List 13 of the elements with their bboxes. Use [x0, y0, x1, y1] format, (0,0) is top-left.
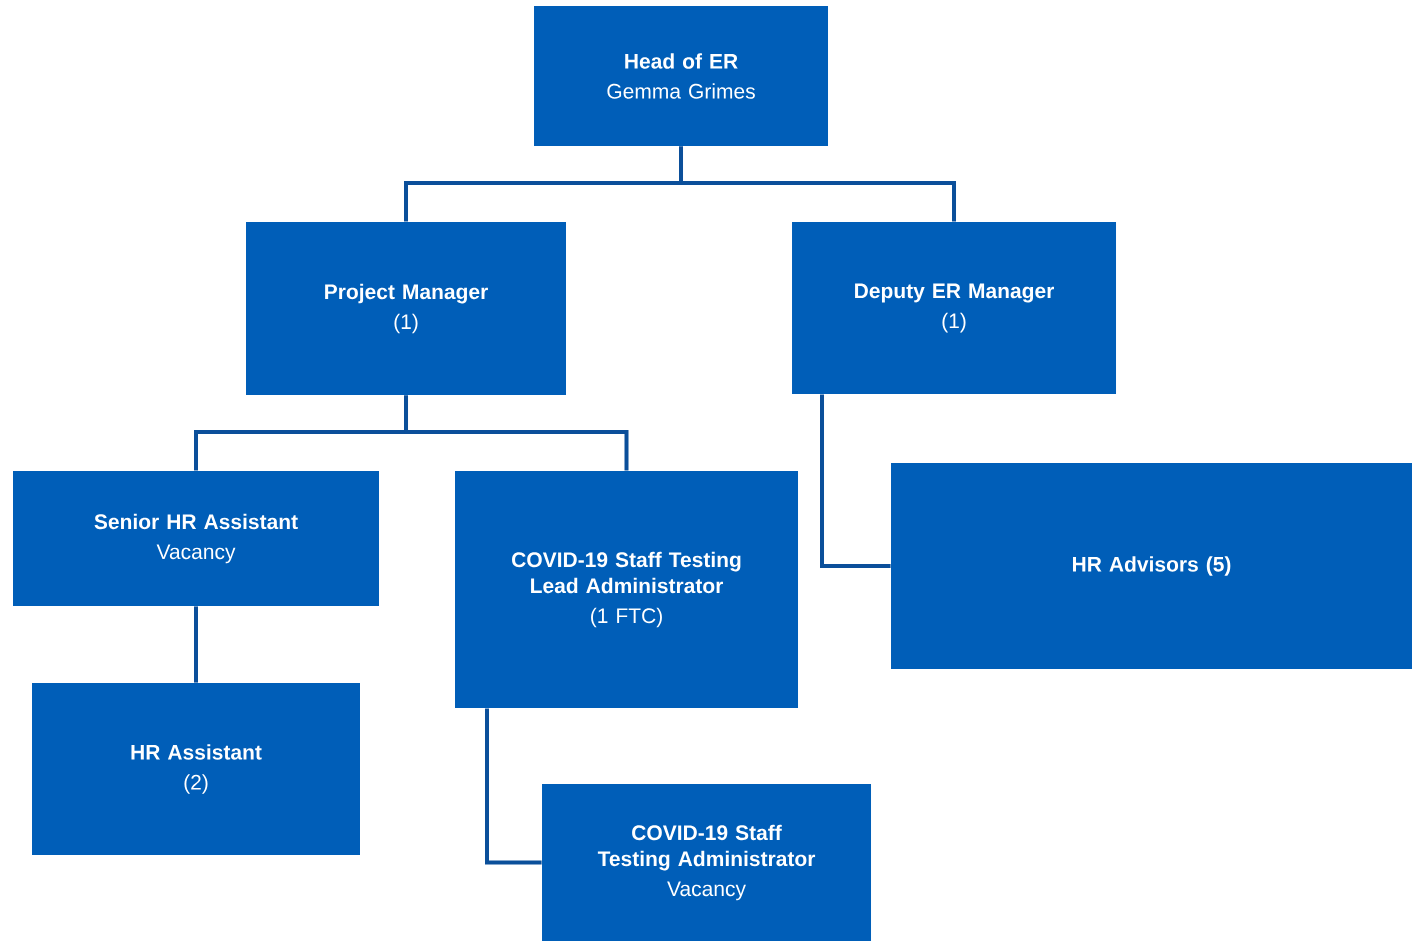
connector-line [485, 708, 542, 865]
org-box: COVID-19 Staff Testing Administrator Vacancy [542, 784, 871, 941]
org-box: HR Assistant (2) [32, 683, 360, 855]
connector-line [820, 394, 891, 568]
connector-line [404, 395, 629, 471]
org-box: Project Manager (1) [246, 222, 566, 395]
org-box: Head of ER Gemma Grimes [534, 6, 828, 146]
connector-line [679, 146, 956, 222]
org-box: COVID-19 Staff Testing Lead Administrator (1 FTC) [455, 471, 798, 708]
org-box: Deputy ER Manager (1) [792, 222, 1116, 394]
org-box: Senior HR Assistant Vacancy [13, 471, 379, 606]
org-box: HR Advisors (5) [891, 463, 1412, 669]
connector-line [194, 606, 198, 683]
